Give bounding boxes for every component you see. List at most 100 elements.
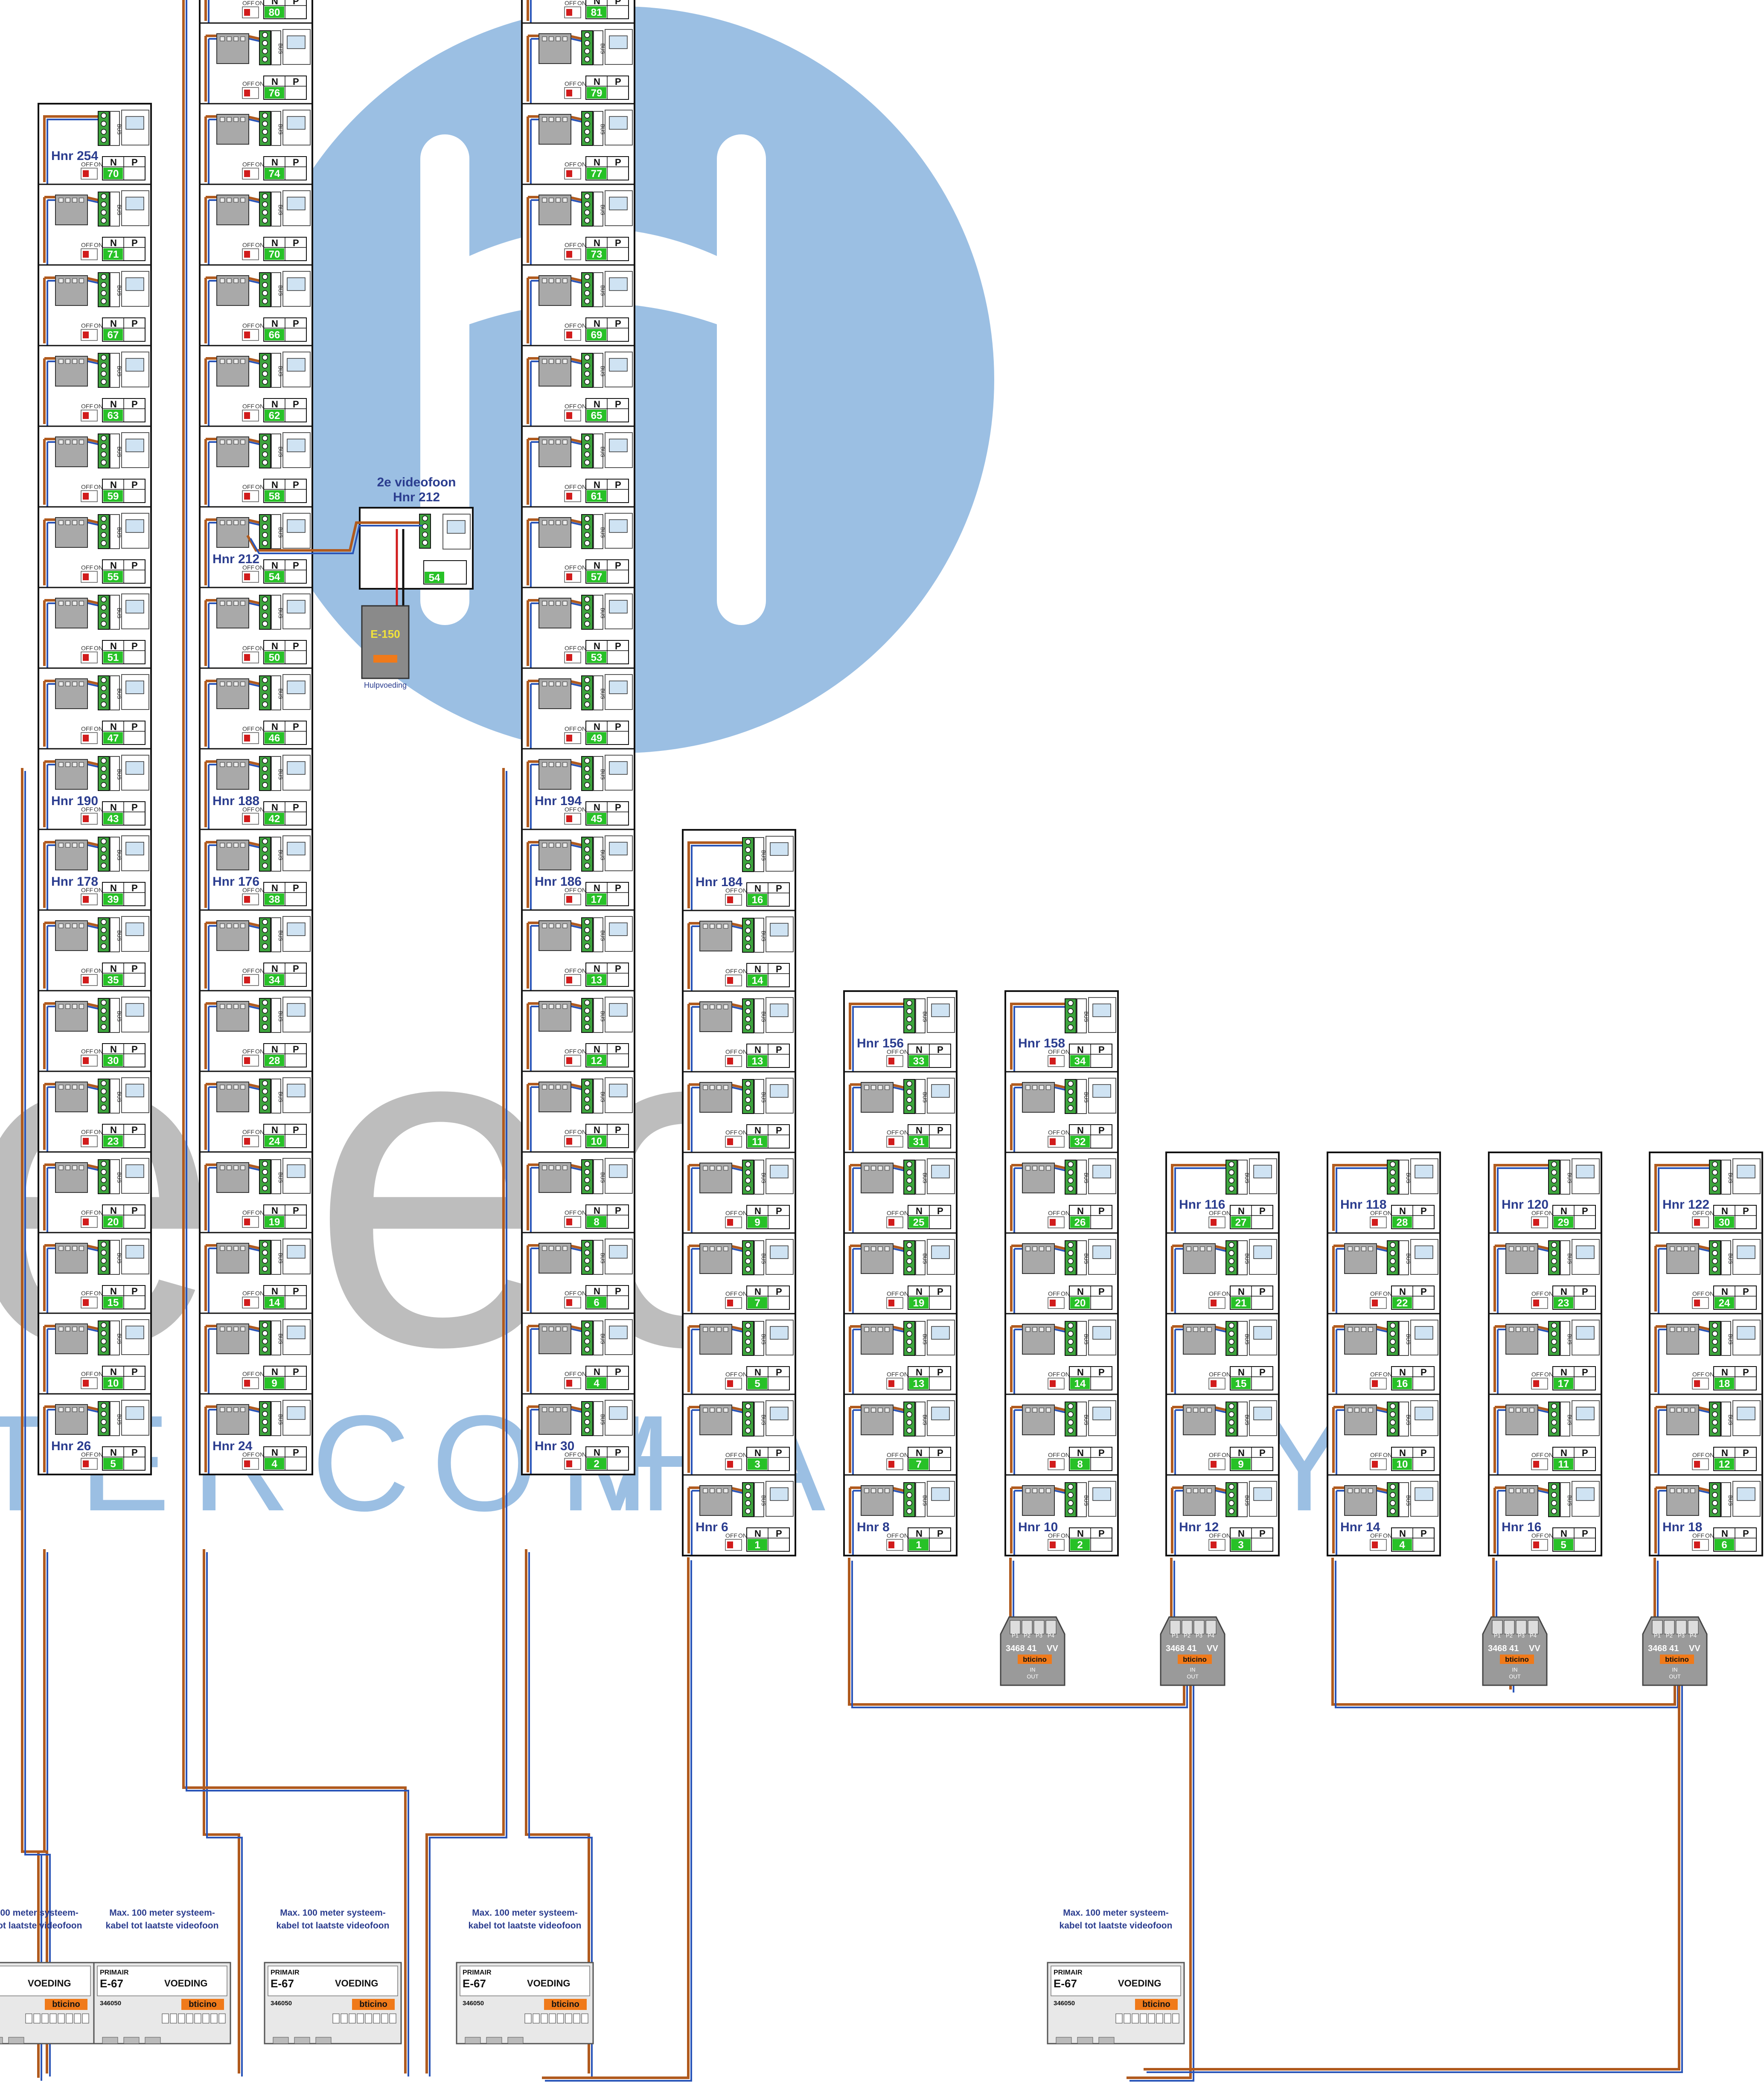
p-label: P [937,1367,943,1378]
splitter-terminal [716,1004,722,1009]
bus-label: BUS [1405,1415,1411,1425]
on-label: ON [738,887,747,894]
terminal-screw [1390,1403,1396,1409]
monitor-screen-icon [609,197,628,210]
bus-label: BUS [1727,1173,1733,1184]
splitter-terminal [1025,1327,1030,1332]
splitter-terminal [1193,1327,1198,1332]
terminal-screw [262,32,268,38]
splitter-terminal [1509,1246,1514,1251]
splitter-terminal [227,198,232,203]
code-cell [265,329,284,340]
terminal-screw [584,693,590,699]
dip-switch-knob [727,1380,733,1387]
address-code: 9 [271,1378,277,1389]
psu-terminal [357,2013,364,2024]
code-cell [103,1297,123,1308]
bus-label: BUS [1083,1495,1089,1506]
splitter-terminal [562,1165,568,1170]
off-label: OFF [1531,1290,1543,1297]
column-c3: BUSOFFONNP81BUSOFFONNP79BUSOFFONNP77BUSO… [521,0,635,1475]
bus-label: BUS [277,608,283,619]
distributor-part: 3468 41 [1006,1644,1036,1653]
dip-switch [81,248,98,260]
off-label: OFF [565,1128,576,1135]
terminal-screw [1068,1024,1074,1030]
code-cell [103,329,123,340]
dip-switch-knob [1211,1219,1217,1226]
address-code: 1 [754,1539,760,1551]
cable-brown [1171,1164,1226,1231]
power-supply-e67: Max. 100 meter systeem-kabel tot laatste… [0,1908,95,2044]
psu-name: VOEDING [28,1978,71,1989]
terminal-screw [262,613,268,619]
bus-label: BUS [1566,1173,1572,1184]
terminal-screw [1390,1258,1396,1264]
address-code: 53 [591,652,603,663]
n-label: N [1560,1286,1567,1297]
bus-label: BUS [1083,1415,1089,1425]
splitter-terminal [1348,1246,1353,1251]
p-label: P [615,1367,621,1377]
splitter-terminal [871,1085,876,1090]
splitter-terminal [542,1407,547,1412]
off-label: OFF [1692,1532,1704,1539]
p-label: P [1582,1528,1588,1539]
bus-label: BUS [277,44,283,54]
splitter-terminal [58,1085,64,1090]
off-label: OFF [887,1290,899,1297]
splitter-terminal [58,439,64,445]
column-c2: BUSOFFONNP80BUSOFFONNP76BUSOFFONNP74BUSO… [199,0,313,1475]
dip-switch-knob [1533,1380,1539,1387]
on-label: ON [738,1210,747,1216]
dip-switch [564,1377,581,1389]
code-cell [103,651,123,663]
terminal-screw [906,1258,912,1264]
terminal-screw [584,1185,590,1191]
splitter-terminal [1529,1327,1534,1332]
terminal-screw [1390,1331,1396,1337]
monitor-screen-icon [770,1487,789,1501]
dip-switch-knob [1372,1219,1378,1226]
p-label: P [293,238,299,248]
code-cell [1715,1378,1734,1389]
code-cell [103,490,123,502]
splitter-terminal [710,924,715,929]
splitter-terminal [1207,1408,1212,1413]
dip-switch-knob [244,90,250,96]
splitter-terminal [233,117,239,122]
terminal-screw [906,1508,912,1514]
terminal-screw [906,1500,912,1506]
address-code: 24 [1719,1297,1730,1309]
dip-switch-knob [1050,1300,1056,1306]
terminal-screw [1712,1242,1718,1248]
terminal-screw [101,943,107,949]
terminal-screw [906,1186,912,1192]
terminal-screw [584,443,590,449]
distributor-in: IN [1512,1666,1518,1673]
terminal-screw [262,516,268,522]
splitter-terminal [1368,1246,1373,1251]
on-label: ON [94,1451,103,1458]
on-label: ON [1705,1532,1714,1539]
splitter-terminal [556,1004,561,1009]
code-cell [103,1377,123,1389]
splitter-terminal [1186,1246,1191,1251]
terminal-screw [1551,1492,1557,1498]
distributor-port [1664,1620,1675,1634]
n-label: N [271,963,278,974]
splitter-terminal [220,923,225,928]
on-label: ON [1222,1451,1231,1458]
bus-label: BUS [600,44,605,54]
address-code: 4 [594,1378,600,1389]
distributor-port-label: P1 [1494,1632,1501,1639]
address-code: 46 [269,733,280,744]
monitor-screen-icon [125,842,144,855]
splitter-terminal [240,439,245,445]
terminal-screw [101,298,107,304]
code-cell [1231,1216,1251,1228]
